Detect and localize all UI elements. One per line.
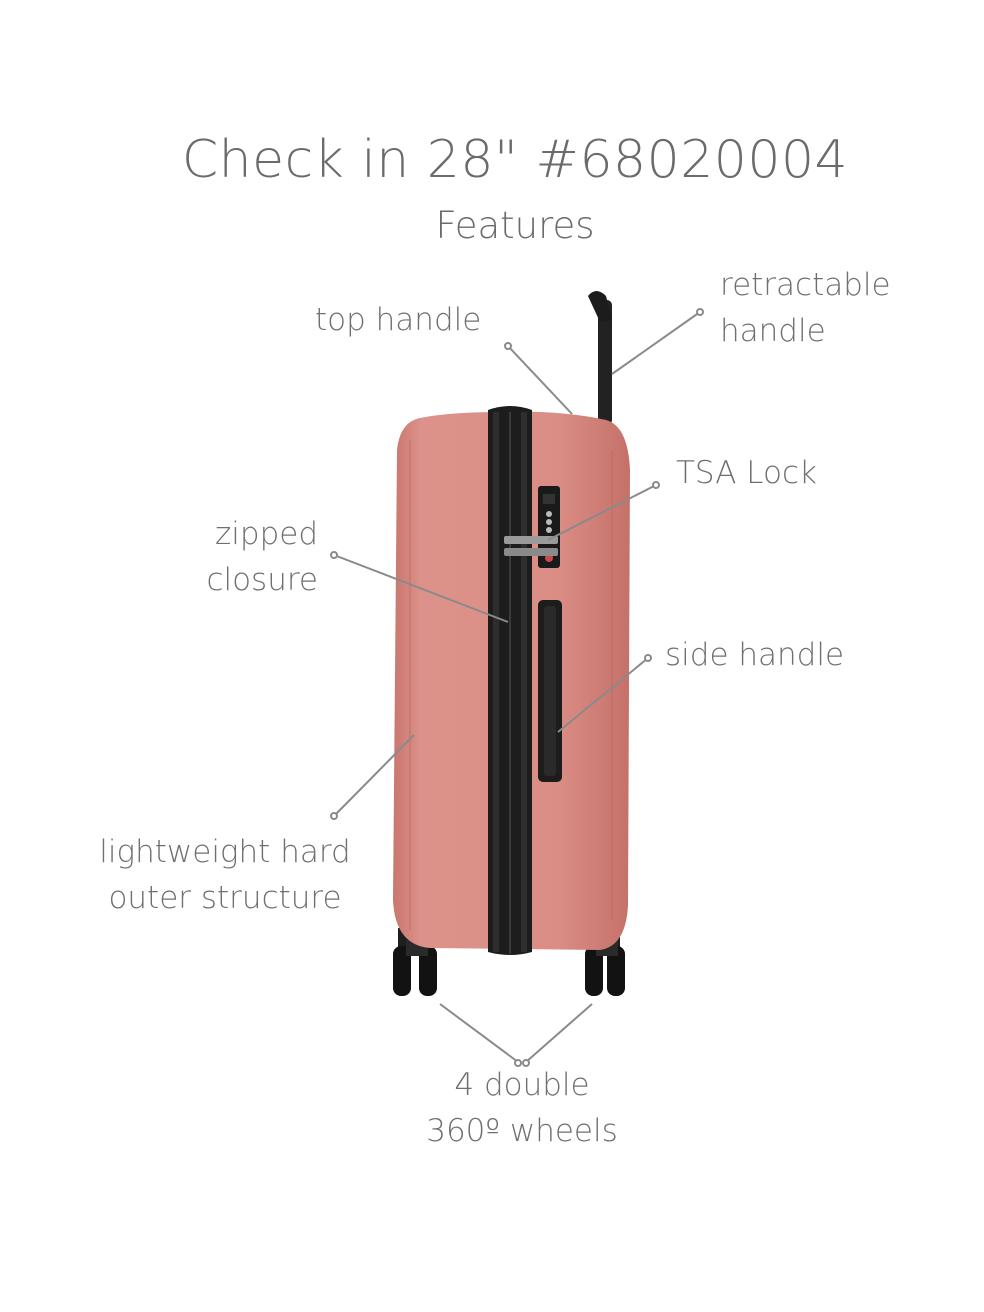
- tsa-lock: [504, 486, 560, 568]
- side-handle: [538, 600, 562, 782]
- label-zipped-closure: zipped closure: [150, 511, 318, 603]
- label-line: zipped: [215, 516, 318, 552]
- label-line: TSA Lock: [676, 455, 817, 491]
- label-line: 360º wheels: [426, 1113, 618, 1149]
- label-tsa-lock: TSA Lock: [676, 450, 817, 496]
- label-retractable-handle: retractable handle: [720, 262, 891, 354]
- label-wheels: 4 double 360º wheels: [372, 1062, 672, 1154]
- label-line: outer structure: [108, 880, 342, 916]
- label-line: side handle: [665, 637, 845, 673]
- label-line: lightweight hard: [99, 834, 351, 870]
- label-side-handle: side handle: [665, 632, 844, 678]
- label-top-handle: top handle: [315, 297, 481, 343]
- zipper-band: [488, 406, 532, 955]
- label-hard-shell: lightweight hard outer structure: [60, 829, 390, 921]
- label-line: retractable: [720, 267, 891, 303]
- label-line: handle: [720, 313, 826, 349]
- label-line: closure: [206, 562, 318, 598]
- leader-lines: [330, 308, 704, 1067]
- features-heading: Features: [435, 204, 595, 247]
- trolley-handle: [588, 291, 612, 425]
- product-title: Check in 28" #68020004: [181, 130, 849, 190]
- label-line: top handle: [315, 302, 482, 338]
- label-line: 4 double: [454, 1067, 590, 1103]
